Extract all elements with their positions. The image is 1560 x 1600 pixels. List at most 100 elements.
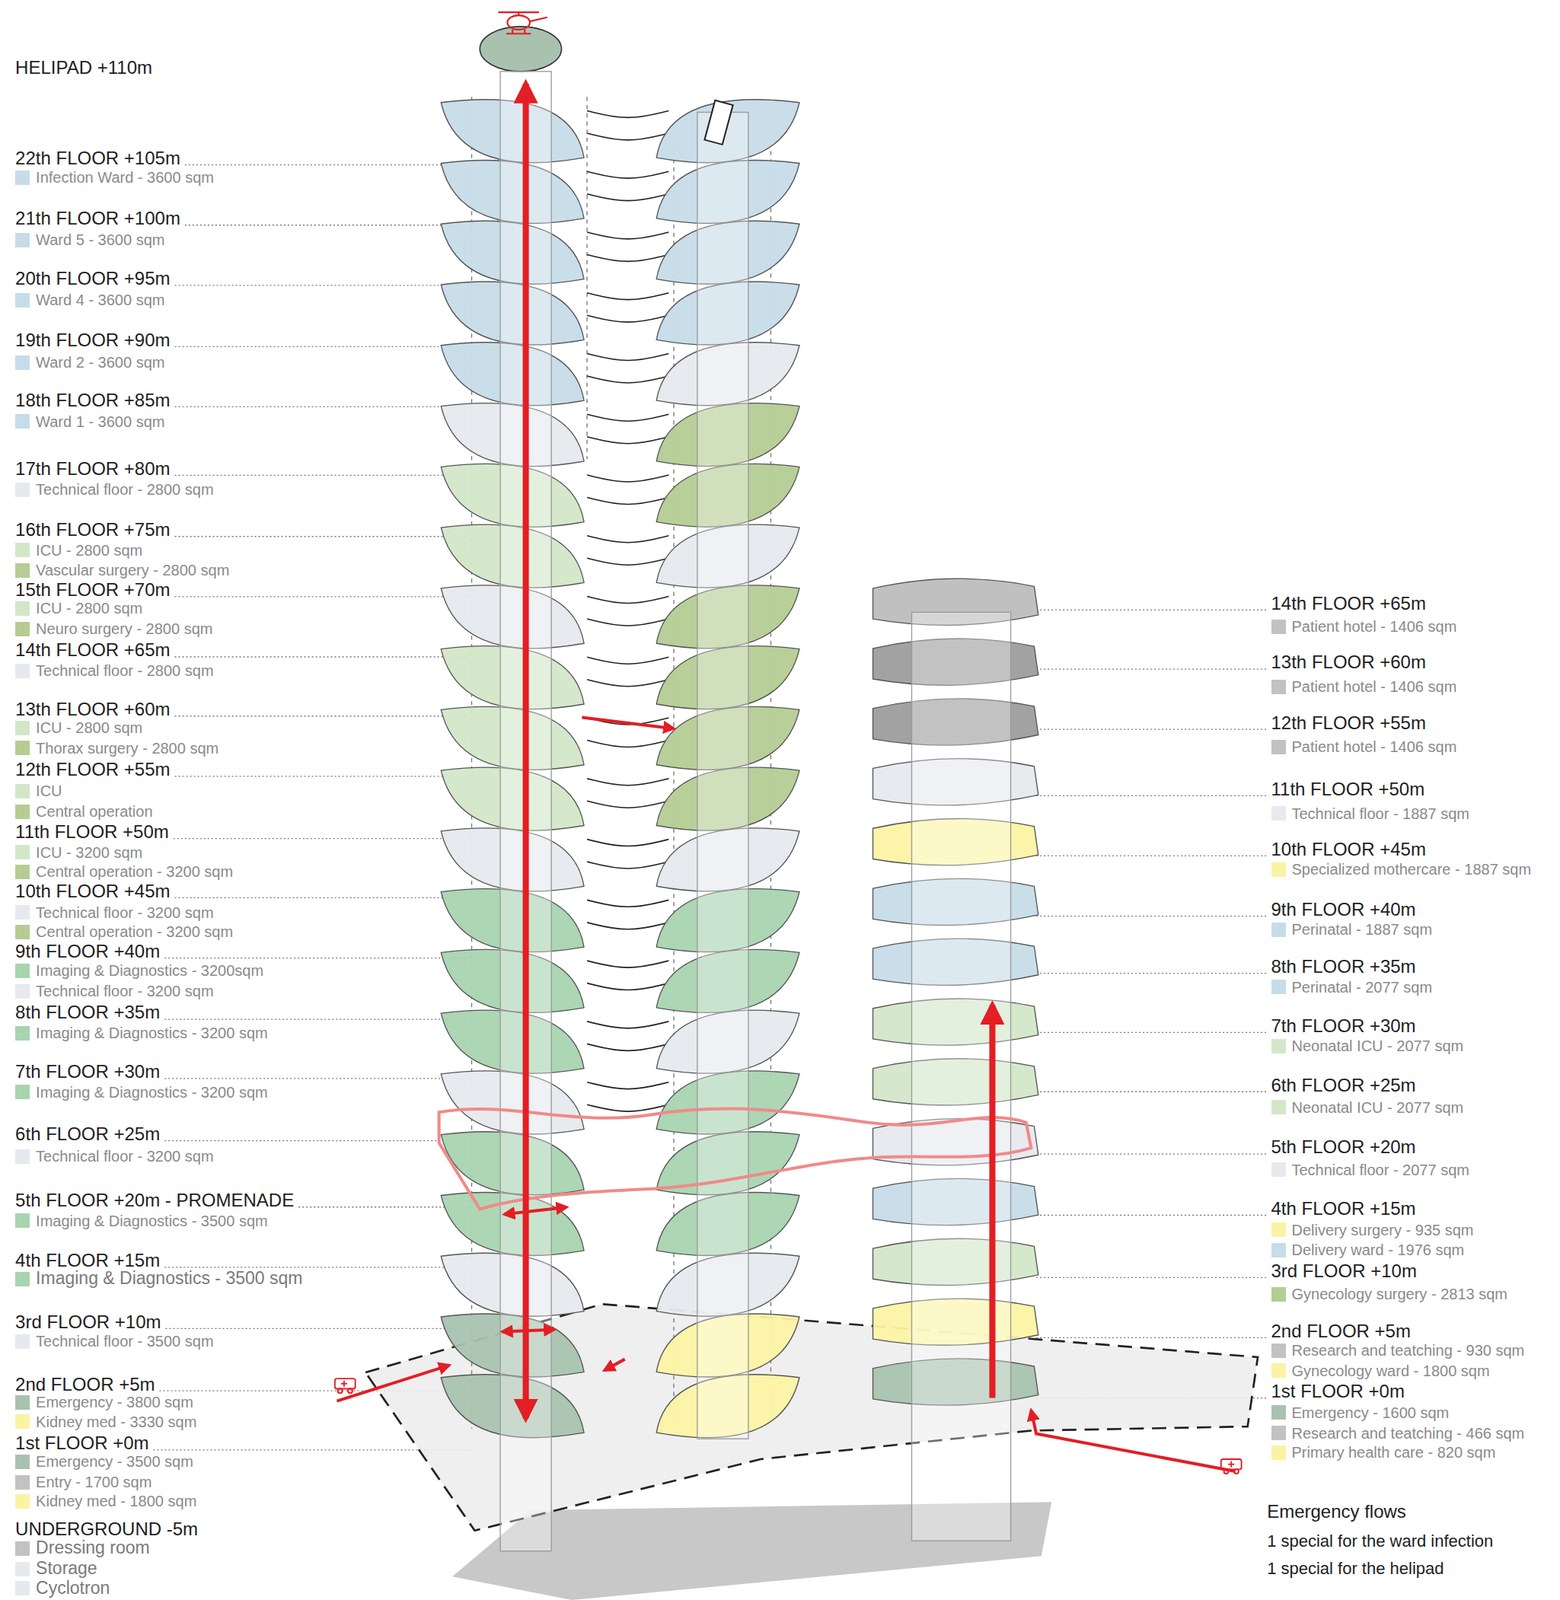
leader-line [1036,1277,1267,1279]
floor-label: 10th FLOOR +45m [1271,839,1427,861]
legend-swatch [15,232,30,248]
bridge-link [586,535,669,543]
legend-item: Thorax surgery - 2800 sqm [15,740,219,757]
legend-text: ICU - 3200 sqm [35,844,143,862]
floor-label: 6th FLOOR +25m [1271,1075,1417,1097]
legend-text: Emergency - 3800 sqm [35,1394,194,1411]
legend-item: Technical floor - 1887 sqm [1271,805,1470,823]
bridge-link [586,497,669,505]
leader-line [1036,973,1267,974]
legend-text: Delivery surgery - 935 sqm [1292,1221,1474,1239]
floor-label: 7th FLOOR +30m [15,1061,160,1083]
legend-item: Perinatal - 2077 sqm [1271,979,1433,996]
floor-label: 20th FLOOR +95m [15,267,170,290]
bridge-link [586,839,669,847]
floor-label: 13th FLOOR +60m [1271,651,1427,674]
leader-line [175,775,473,777]
legend-item: Vascular surgery - 2800 sqm [15,561,230,579]
floor-label: 19th FLOOR +90m [15,329,170,351]
legend-item: Patient hotel - 1406 sqm [1271,738,1458,756]
legend-text: Technical floor - 3500 sqm [35,1333,214,1350]
legend-swatch [15,1562,30,1577]
legend-item: ICU [15,782,62,800]
legend-swatch [1271,1222,1286,1238]
legend-text: Neonatal ICU - 2077 sqm [1292,1099,1465,1117]
legend-item: Imaging & Diagnostics - 3500 sqm [15,1269,303,1289]
flow-arrow [337,1365,450,1402]
helipad-disc [479,26,562,72]
legend-item: Gynecology surgery - 2813 sqm [1271,1285,1508,1303]
legend-swatch [1271,1343,1286,1359]
legend-swatch [15,1272,30,1287]
legend-text: Imaging & Diagnostics - 3500 sqm [35,1212,268,1230]
ground-plane [365,1304,1258,1532]
leader-line [164,1140,472,1142]
floor-label: 14th FLOOR +65m [1271,593,1427,615]
legend-item: Storage [15,1559,98,1580]
floor-label: 16th FLOOR +75m [15,519,170,541]
legend-swatch [15,845,30,860]
legend-swatch [1271,679,1286,695]
legend-swatch [1271,979,1286,995]
legend-item: Ward 5 - 3600 sqm [15,231,165,249]
legend-text: Technical floor - 2077 sqm [1292,1161,1470,1179]
legend-text: Research and teatching - 930 sqm [1292,1342,1525,1360]
bridge-link [586,899,669,907]
leader-line [1036,668,1267,670]
legend-text: ICU - 2800 sqm [35,542,143,559]
legend-text: Neonatal ICU - 2077 sqm [1292,1037,1465,1055]
legend-text: Specialized mothercare - 1887 sqm [1292,861,1532,878]
floor-label: 8th FLOOR +35m [15,1001,160,1024]
legend-item: Cyclotron [15,1579,110,1599]
bridge-link [586,110,669,118]
bridge-link [586,194,669,201]
legend-swatch [1271,922,1286,938]
leader-line [175,475,473,476]
floor-label: 6th FLOOR +25m [15,1123,160,1146]
floor-label: 9th FLOOR +40m [15,941,160,963]
legend-item: Imaging & Diagnostics - 3200 sqm [15,1024,268,1042]
legend-swatch [15,1475,30,1490]
legend-item: Technical floor - 2800 sqm [15,481,214,498]
legend-swatch [15,355,30,371]
floor-label: 2nd FLOOR +5m [15,1374,155,1396]
legend-text: Delivery ward - 1976 sqm [1292,1241,1465,1259]
bridge-link [586,354,669,361]
flow-note: 1 special for the ward infection [1266,1531,1494,1551]
legend-swatch [15,414,30,429]
legend-text: Imaging & Diagnostics - 3200sqm [35,962,264,980]
legend-text: ICU - 2800 sqm [35,719,143,737]
bridge-link [586,133,669,141]
leader-line [1036,1337,1267,1339]
legend-item: Delivery surgery - 935 sqm [1271,1221,1474,1239]
legend-swatch [15,1541,30,1557]
legend-item: Neonatal ICU - 2077 sqm [1271,1037,1465,1055]
legend-text: Imaging & Diagnostics - 3500 sqm [35,1269,303,1289]
legend-swatch [15,482,30,498]
floor-label: 22th FLOOR +105m [15,147,181,170]
legend-swatch [15,170,30,186]
legend-text: Technical floor - 3200 sqm [35,904,214,922]
legend-swatch [15,784,30,799]
legend-item: Imaging & Diagnostics - 3200 sqm [15,1084,268,1101]
legend-swatch [15,864,30,880]
leader-line [1036,1032,1267,1034]
emergency-flow-arrows [337,83,1236,1472]
legend-swatch [15,1084,30,1100]
legend-item: Infection Ward - 3600 sqm [15,169,214,186]
dashed-guide [586,96,587,460]
legend-swatch [15,293,30,308]
legend-item: ICU - 3200 sqm [15,844,143,862]
legend-item: Technical floor - 2800 sqm [15,662,214,680]
flow-arrow [1030,1410,1235,1472]
legend-text: Central operation - 3200 sqm [35,923,233,941]
leader-line [1036,609,1267,611]
bridge-link [586,922,669,930]
legend-swatch [15,542,30,558]
legend-item: Central operation - 3200 sqm [15,863,233,881]
legend-item: Primary health care - 820 sqm [1271,1444,1497,1462]
legend-text: Neuro surgery - 2800 sqm [35,620,213,638]
legend-swatch [15,1454,30,1470]
